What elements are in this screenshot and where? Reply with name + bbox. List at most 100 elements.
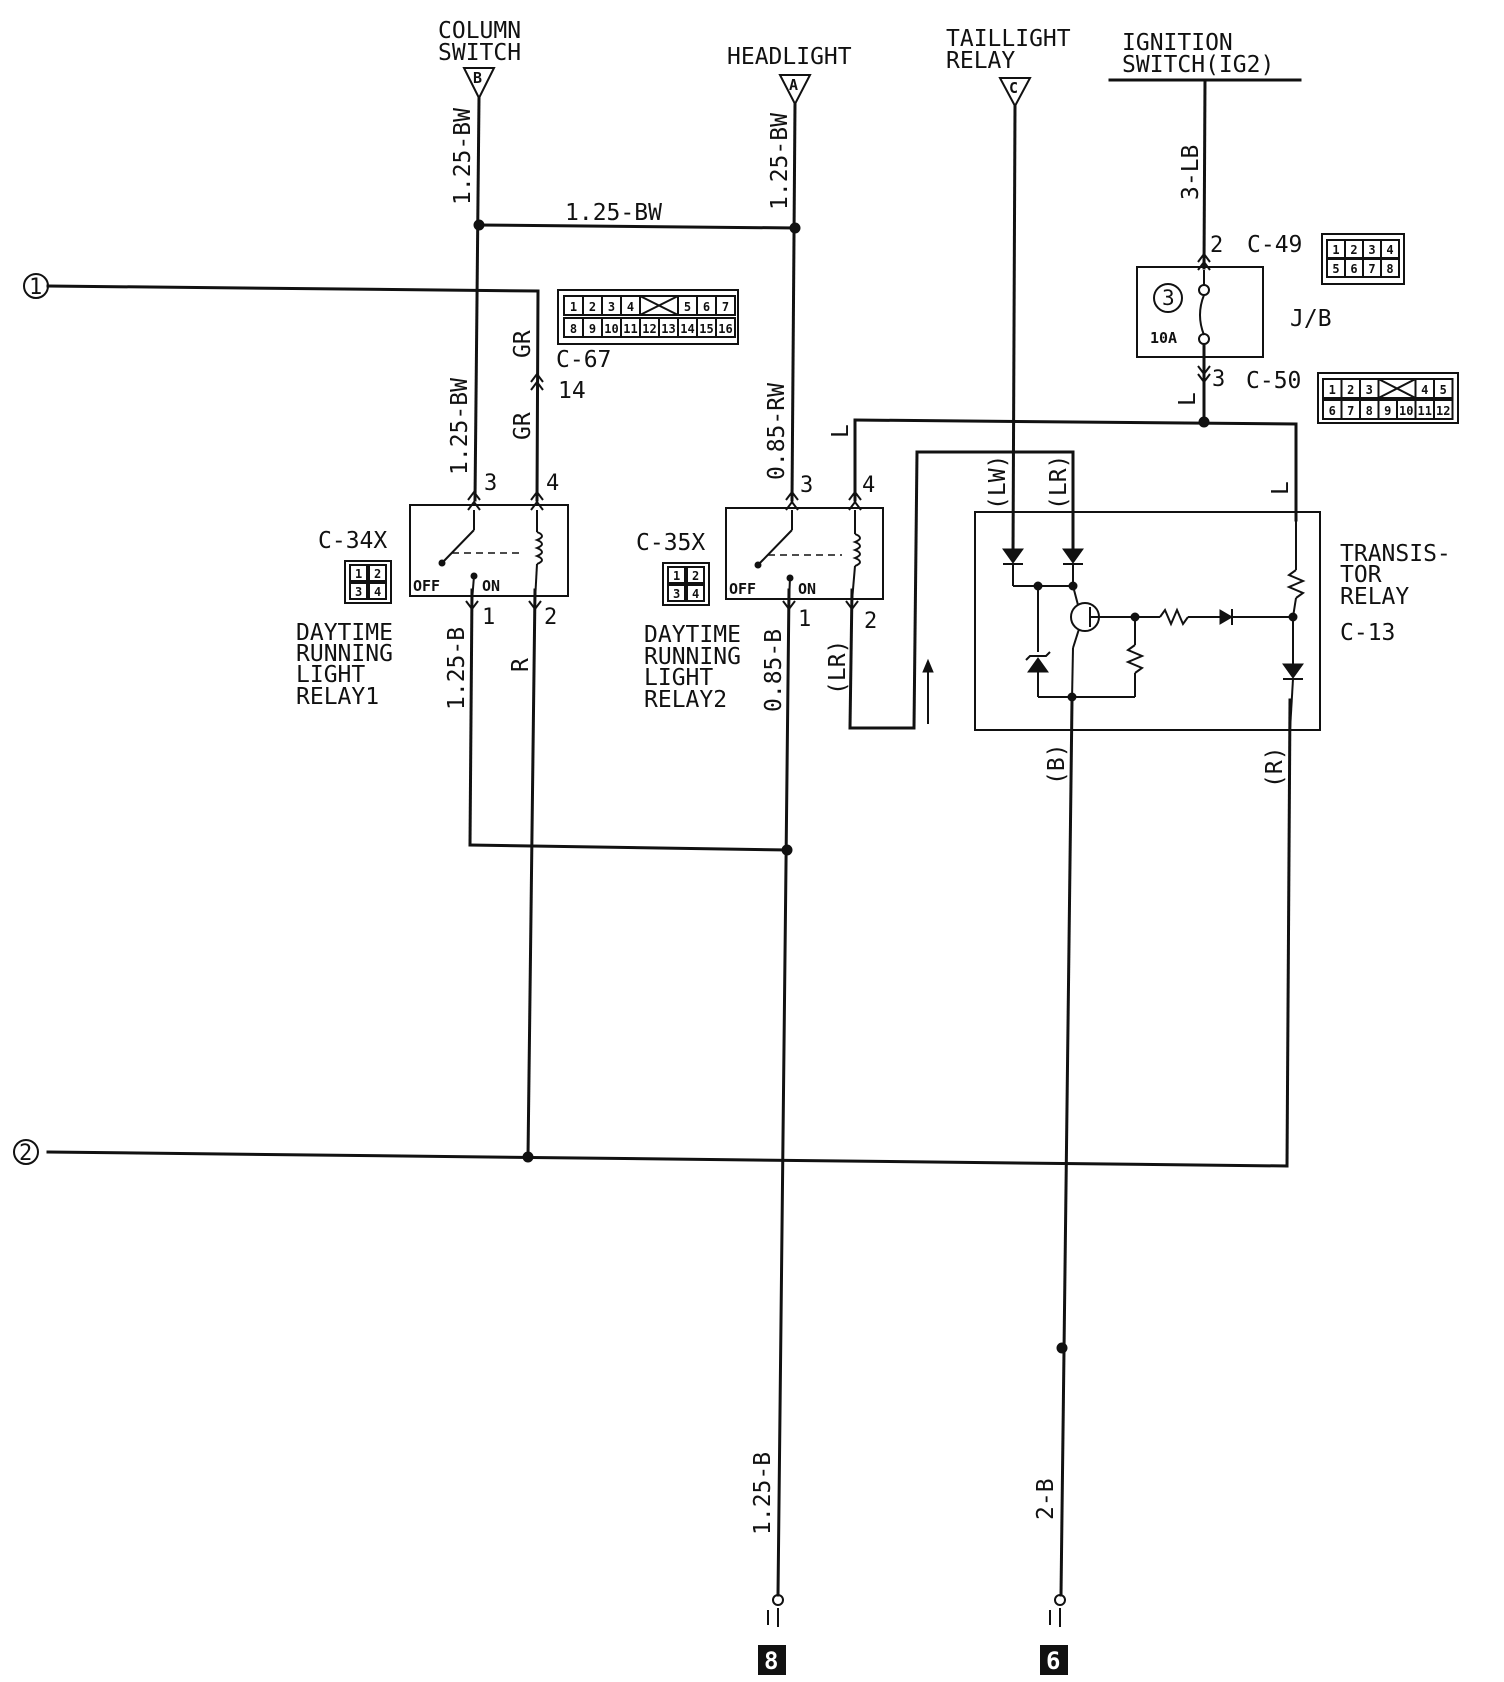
junction-dot — [522, 1151, 534, 1163]
connector-pin-number: 15 — [699, 322, 713, 336]
connector-c-letter: C — [1009, 79, 1018, 97]
relay2-grid-pin: 1 — [673, 569, 680, 583]
connector-pin-number: 6 — [1350, 262, 1357, 276]
connector-pin-number: 16 — [718, 322, 732, 336]
relay2-off-label: OFF — [729, 580, 756, 598]
connector-pin-number: 2 — [1350, 243, 1357, 257]
connector-pin-number: 2 — [1347, 383, 1354, 397]
headlight-source: HEADLIGHT A — [727, 44, 852, 107]
wire-relay2-lr — [848, 588, 854, 730]
connector-pin-number: 7 — [722, 300, 729, 314]
relay2-grid-pin: 2 — [692, 569, 699, 583]
relay2-name-3: LIGHT — [644, 665, 713, 691]
wire-label: L — [1175, 392, 1201, 406]
c50-connector-icon — [1317, 372, 1459, 424]
junction-dot — [1198, 416, 1210, 428]
connector-c-triangle — [998, 77, 1032, 109]
wire-transistor-b-ground — [1059, 698, 1074, 1597]
fuse-rating: 10A — [1150, 329, 1177, 347]
wire-label: (LR) — [825, 640, 851, 695]
connector-pin-number: 7 — [1368, 262, 1375, 276]
taillight-relay-label-1: TAILLIGHT — [946, 26, 1071, 52]
connector-pin-number: 4 — [1421, 383, 1428, 397]
relay2-pin-4: 4 — [862, 473, 875, 498]
connector-pin-number: 5 — [1440, 383, 1447, 397]
diode-icon — [1219, 609, 1233, 625]
wires — [46, 78, 1298, 1597]
junction-dots — [473, 219, 1210, 1354]
relay1-pin-1: 1 — [482, 605, 495, 630]
relay2-grid-pin: 4 — [692, 587, 699, 601]
wire-transistor-r — [1285, 698, 1292, 1168]
transistor-relay-body — [974, 511, 1321, 731]
connector-pin-number: 12 — [642, 322, 656, 336]
relay1-off-label: OFF — [413, 577, 440, 595]
transistor-relay-name-2: TOR — [1340, 562, 1382, 588]
connector-pin-number: 11 — [623, 322, 637, 336]
connector-pin-number: 10 — [604, 322, 618, 336]
relay2-body — [725, 507, 884, 600]
relay1-on-label: ON — [482, 577, 500, 595]
connector-pin-number: 4 — [627, 300, 634, 314]
connector-pin-number: 13 — [661, 322, 675, 336]
ground-6-label: 6 — [1046, 1647, 1060, 1675]
connector-pin-number: 8 — [1366, 404, 1373, 418]
column-switch-label-2: SWITCH — [438, 40, 521, 66]
c50-label: C-50 — [1246, 368, 1301, 394]
terminal-1: 1 — [23, 273, 49, 300]
wire-terminal-2 — [46, 1150, 1289, 1168]
relay2-name-2: RUNNING — [644, 644, 741, 670]
wire-relay1-r — [526, 588, 537, 1159]
wire-label: 1.25-BW — [450, 108, 476, 205]
wire-label: 1.25-B — [750, 1452, 776, 1535]
connector-pin-number: 11 — [1418, 404, 1432, 418]
relay2-connector: C-35X — [636, 530, 705, 556]
headlight-label: HEADLIGHT — [727, 44, 852, 70]
relay2-grid-pin: 3 — [673, 587, 680, 601]
jb-pin-out: 3 — [1212, 367, 1225, 392]
ground-6: 6 — [1040, 1594, 1068, 1675]
fuse-number: 3 — [1162, 286, 1175, 310]
wire-label: 2-B — [1033, 1478, 1059, 1520]
ground-8-badge — [758, 1645, 786, 1675]
ignition-switch-label-1: IGNITION — [1122, 30, 1233, 56]
terminal-2: 2 — [13, 1139, 39, 1166]
column-switch-source: COLUMN SWITCH B — [438, 18, 521, 101]
connector-pin-number: 8 — [1386, 262, 1393, 276]
ground-icon — [772, 1594, 784, 1606]
diode-icon — [1282, 663, 1304, 679]
relay1-name-2: RUNNING — [296, 641, 393, 667]
connector-pin-number: 5 — [1332, 262, 1339, 276]
zener-diode-icon — [1027, 657, 1049, 673]
connector-pin-cell — [1433, 378, 1454, 399]
connector-pin-number: 9 — [589, 322, 596, 336]
wire-label: (B) — [1044, 743, 1070, 785]
transistor-relay-connector: C-13 — [1340, 620, 1395, 646]
diode-icon — [1002, 548, 1024, 564]
relay1-name-1: DAYTIME — [296, 620, 393, 646]
connector-pin-number: 8 — [570, 322, 577, 336]
wire-label: GR — [510, 330, 536, 358]
junction-dot — [781, 844, 793, 856]
wire-label: L — [1268, 481, 1294, 495]
relay1-grid-pin: 3 — [355, 585, 362, 599]
connector-pin-number: 12 — [1436, 404, 1450, 418]
relay1-pin-3: 3 — [484, 471, 497, 496]
c49-label: C-49 — [1247, 232, 1302, 258]
wire-label: (LW) — [985, 455, 1011, 510]
wire-ignition-lb — [1202, 78, 1207, 270]
connector-a-letter: A — [789, 76, 798, 94]
transistor-relay-name-3: RELAY — [1340, 584, 1409, 610]
wire-label: 0.85-RW — [764, 383, 790, 480]
relay1-connector-icon — [344, 560, 392, 604]
wire-l-feed — [853, 418, 1298, 426]
connector-pin-cell — [1380, 258, 1400, 278]
connector-pin-cell — [715, 295, 736, 316]
ground-6-badge — [1040, 1645, 1068, 1675]
ground-icon — [1054, 1594, 1066, 1606]
taillight-relay-source: TAILLIGHT RELAY C — [946, 26, 1071, 109]
connector-a-triangle — [778, 74, 812, 107]
wire-label: 3-LB — [1178, 145, 1204, 200]
flow-arrow-head — [922, 658, 934, 673]
relay1-grid-pin: 2 — [374, 567, 381, 581]
